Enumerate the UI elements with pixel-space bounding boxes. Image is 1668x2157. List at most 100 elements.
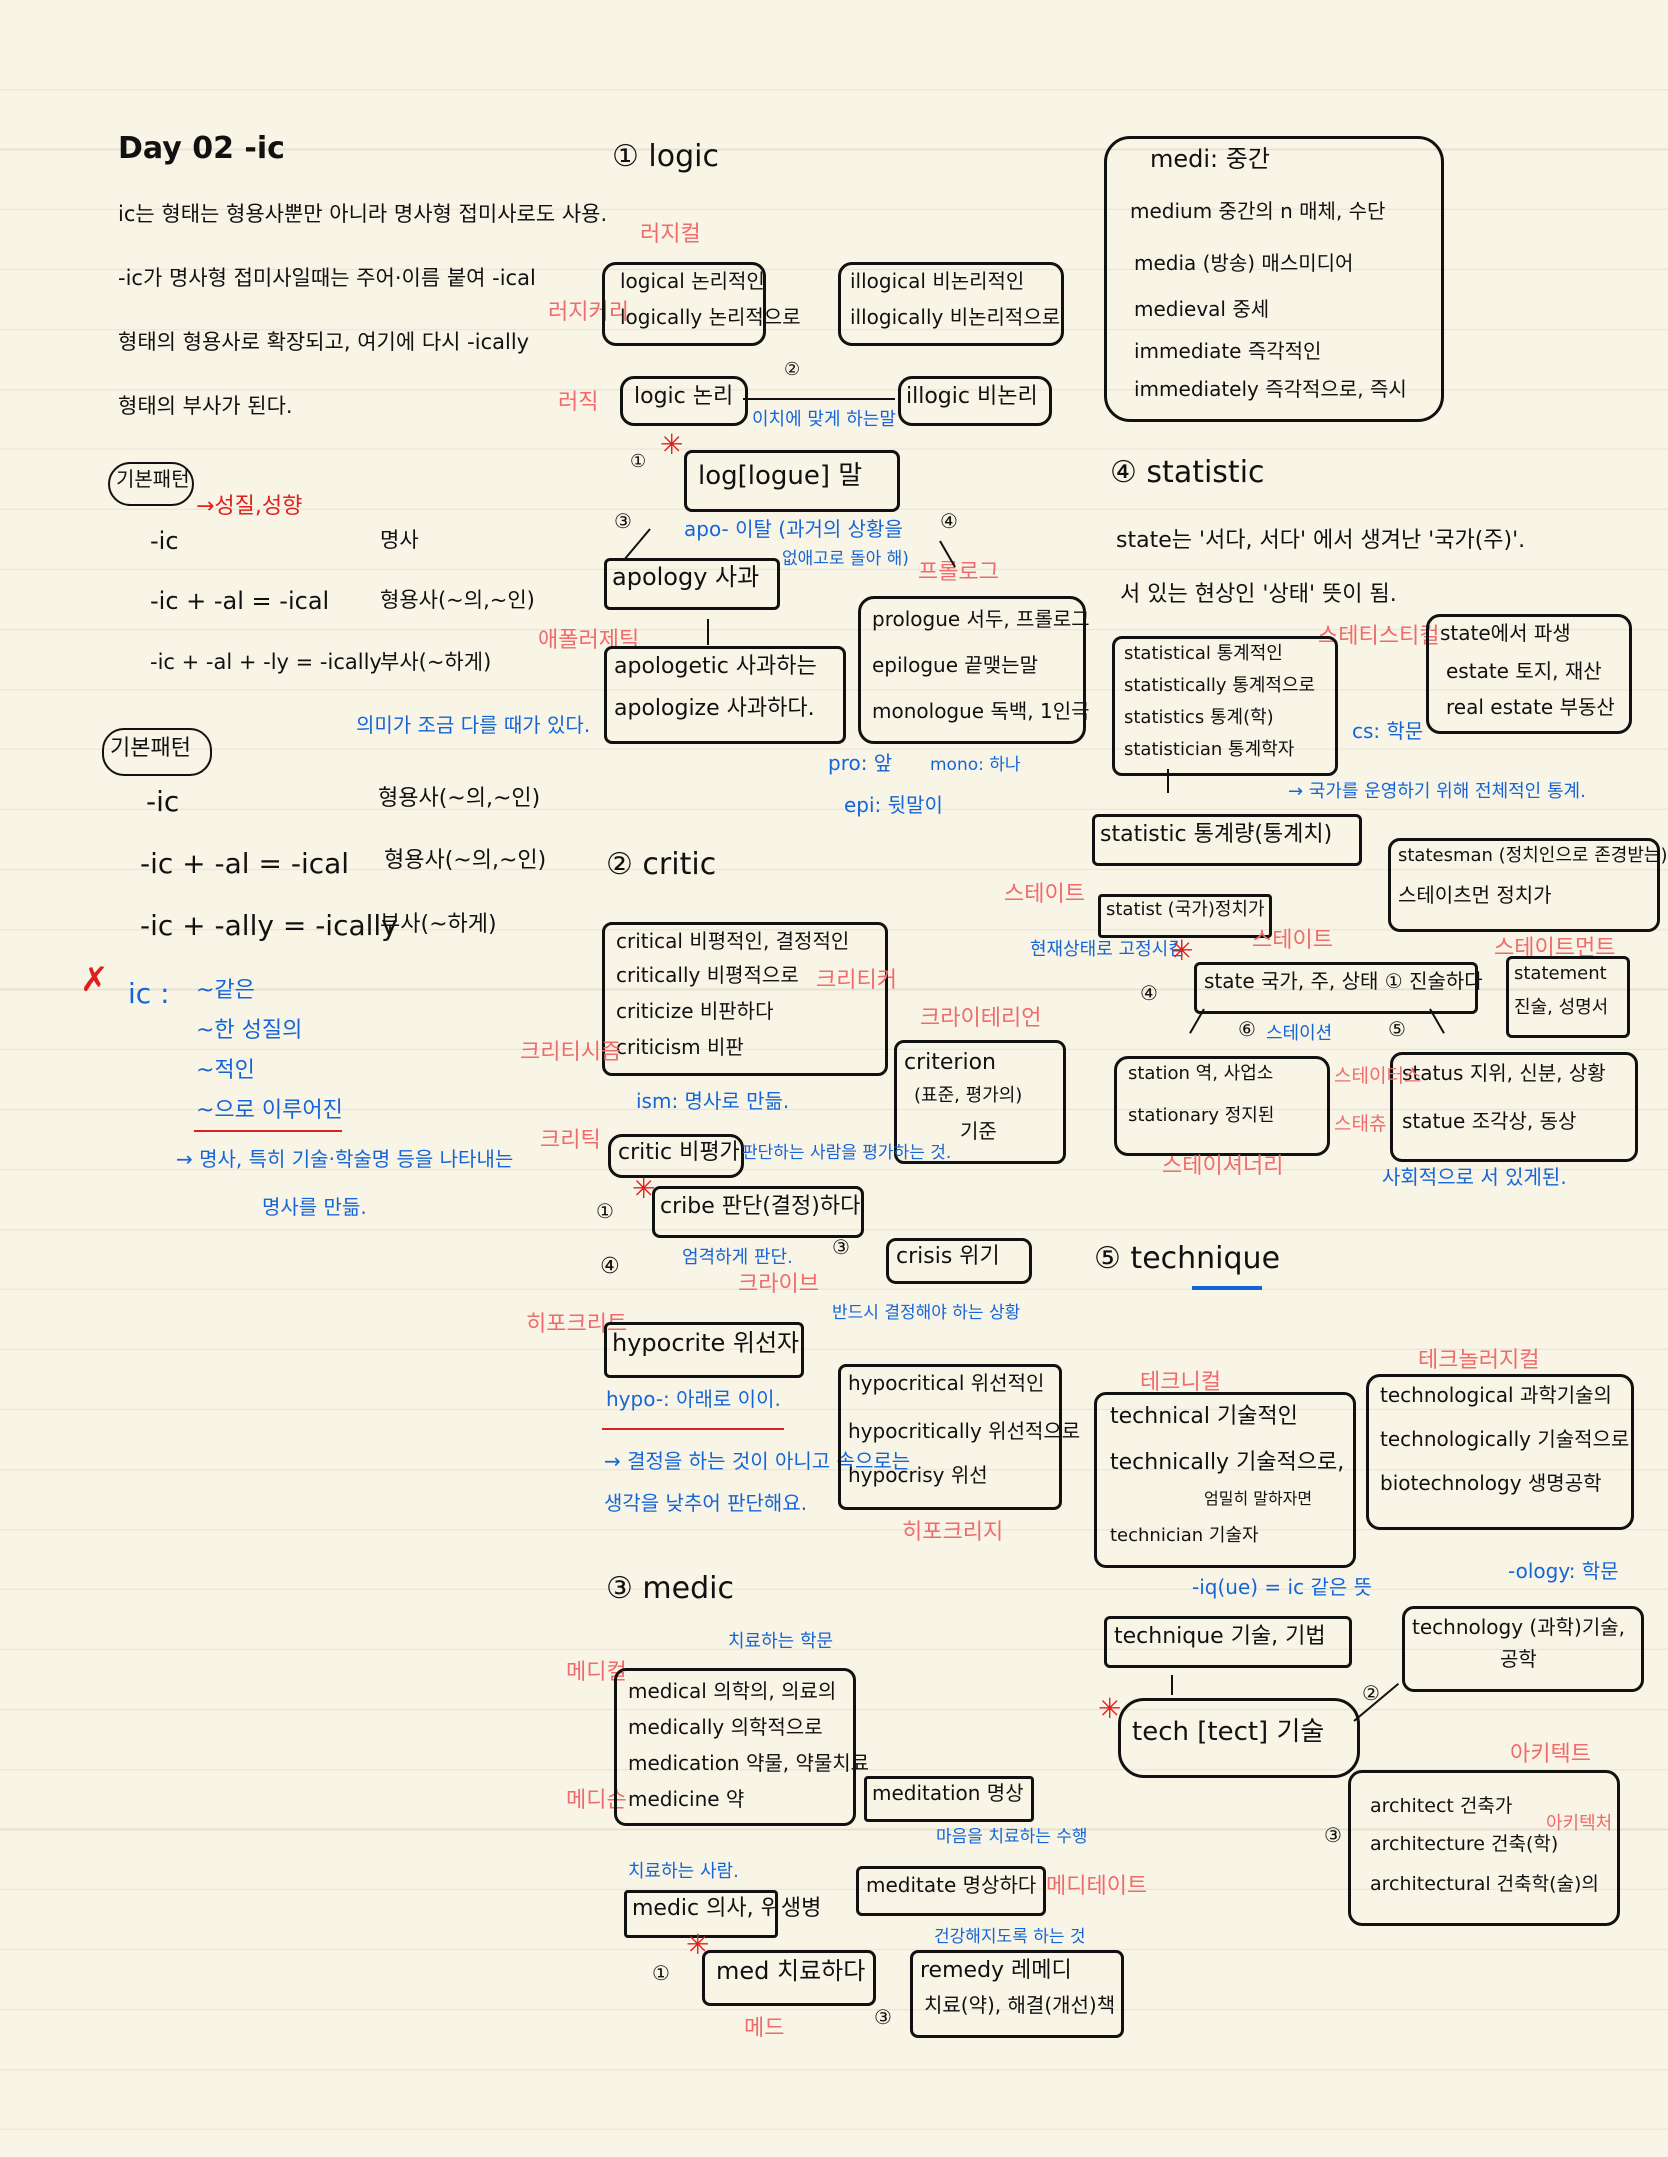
ic-heading: ic :	[128, 977, 170, 1010]
critic-entry: critic 비평가	[618, 1140, 740, 1165]
ic-meaning-1: ~같은	[196, 978, 255, 1003]
root-mark-critic: ✳	[632, 1172, 656, 1205]
medic-section-head: ③ medic	[606, 1571, 734, 1606]
technique-pink-4: 아키텍처	[1546, 1813, 1613, 1834]
technique-pink-1: 테크니컬	[1140, 1370, 1221, 1395]
architectural-entry: architectural 건축학(술)의	[1370, 1873, 1599, 1895]
state-root: state 국가, 주, 상태 ① 진술하다	[1204, 969, 1483, 993]
medic-note: 치료하는 사람.	[628, 1861, 739, 1882]
statistical-entry: statistical 통계적인	[1124, 643, 1283, 664]
pattern1-row1-left: -ic	[150, 527, 179, 555]
apologetic-entry: apologetic 사과하는	[614, 654, 817, 679]
basic-pattern-label-2: 기본패턴	[110, 736, 191, 761]
epilogue-entry: epilogue 끝맺는말	[872, 653, 1038, 677]
circled-5-state: ⑤	[1388, 1017, 1406, 1041]
immediate-entry: immediate 즉각적인	[1134, 339, 1322, 363]
pattern2-row2-left: -ic + -al = -ical	[140, 847, 350, 880]
med-root: med 치료하다	[716, 1957, 866, 1985]
medic-pink-4: 메드	[744, 2016, 785, 2041]
apo-note-1: apo- 이탈 (과거의 상황을	[684, 517, 903, 541]
estate-entry: estate 토지, 재산	[1446, 659, 1602, 683]
status-entry: status 지위, 신분, 상황	[1402, 1061, 1606, 1085]
pattern2-row3-left: -ic + -ally = -ically	[140, 909, 398, 942]
statue-entry: statue 조각상, 동상	[1402, 1109, 1577, 1133]
logical-entry: logical 논리적인	[620, 269, 765, 293]
ic-meaning-3: ~적인	[196, 1058, 255, 1083]
logic-entry: logic 논리	[634, 384, 734, 409]
tech-root: tech [tect] 기술	[1132, 1717, 1325, 1747]
circled-4-state: ④	[1140, 981, 1158, 1005]
crisis-entry: crisis 위기	[896, 1244, 1000, 1269]
pattern2-row1-left: -ic	[146, 785, 180, 818]
logic-connector	[743, 398, 895, 400]
pattern1-row3-left: -ic + -al + -ly = -ically	[150, 650, 382, 674]
state-derived-head: state에서 파생	[1440, 621, 1571, 645]
meditation-note: 마음을 치료하는 수행	[936, 1827, 1088, 1847]
critic-pink-5: 크라이브	[738, 1272, 819, 1297]
technologically-entry: technologically 기술적으로	[1380, 1427, 1630, 1451]
statistician-entry: statistician 통계학자	[1124, 739, 1295, 760]
logic-pink-4: 프롤로그	[918, 560, 999, 585]
medic-entry: medic 의사, 위생병	[632, 1896, 822, 1921]
ism-note: ism: 명사로 만듦.	[636, 1089, 790, 1113]
pattern1-row2-right: 형용사(~의,~인)	[380, 588, 535, 612]
illogically-entry: illogically 비논리적으로	[850, 305, 1061, 329]
basic-pattern-label-1: 기본패턴	[116, 467, 190, 491]
critic-pink-4: 크라이테리언	[920, 1006, 1042, 1031]
logic-pink-2: 러지커리	[548, 300, 629, 325]
statistically-entry: statistically 통계적으로	[1124, 675, 1316, 696]
critic-pink-7: 히포크리지	[902, 1520, 1004, 1545]
statistic-entry: statistic 통계량(통계치)	[1100, 822, 1333, 847]
statement-entry: statement	[1514, 963, 1607, 984]
circled-2-tech: ②	[1362, 1681, 1380, 1705]
hypocrite-entry: hypocrite 위선자	[612, 1329, 800, 1357]
statistic-intro-2: 서 있는 현상인 '상태' 뜻이 됨.	[1120, 582, 1397, 607]
media-entry: media (방송) 매스미디어	[1134, 251, 1354, 275]
medical-note: 치료하는 학문	[728, 1631, 834, 1652]
technical-entry: technical 기술적인	[1110, 1404, 1298, 1429]
logic-pink-1: 러지컬	[640, 222, 701, 247]
statesman-entry: statesman (정치인으로 존경받는)	[1398, 845, 1668, 866]
technically-entry: technically 기술적으로,	[1110, 1450, 1345, 1475]
technology-entry: technology (과학)기술,	[1412, 1615, 1625, 1639]
pattern1-row3-right: 부사(~하게)	[380, 650, 492, 674]
logos-root: log[logue] 말	[698, 461, 863, 491]
monologue-entry: monologue 독백, 1인극	[872, 699, 1090, 723]
criterion-sub: (표준, 평가의)	[914, 1085, 1023, 1106]
medicine-entry: medicine 약	[628, 1787, 745, 1811]
cribe-root: cribe 판단(결정)하다	[660, 1194, 861, 1219]
logic-section-head: ① logic	[612, 139, 719, 174]
hypocritically-entry: hypocritically 위선적으로	[848, 1419, 1081, 1443]
medi-head: medi: 중간	[1150, 145, 1270, 173]
pattern2-row3-right: 부사(~하게)	[380, 912, 497, 937]
circled-1-critic: ①	[596, 1199, 614, 1223]
ic-meaning-2: ~한 성질의	[196, 1018, 303, 1043]
statistic-pink-3: 스테이트	[1252, 928, 1333, 953]
apology-entry: apology 사과	[612, 563, 760, 591]
apology-arrow	[707, 619, 709, 645]
criterion-entry: criterion	[904, 1050, 996, 1075]
technique-section-head: ⑤ technique	[1094, 1241, 1281, 1276]
criticize-entry: criticize 비판하다	[616, 999, 774, 1023]
root-mark-tech: ✳	[1098, 1692, 1122, 1725]
logic-sentence-note: 이치에 맞게 하는말	[752, 409, 896, 430]
medium-entry: medium 중간의 n 매체, 수단	[1130, 199, 1386, 223]
remedy-note: 건강해지도록 하는 것	[934, 1927, 1086, 1947]
critical-entry: critical 비평적인, 결정적인	[616, 929, 850, 953]
hypocrisy-entry: hypocrisy 위선	[848, 1463, 988, 1487]
circled-3-medic: ③	[874, 2005, 892, 2029]
immediately-entry: immediately 즉각적으로, 즉시	[1134, 377, 1407, 401]
statement-meaning: 진술, 성명서	[1514, 997, 1609, 1018]
statistic-intro-1: state는 '서다, 서다' 에서 생겨난 '국가(주)'.	[1116, 528, 1526, 553]
epi-note: epi: 뒷말이	[844, 793, 943, 817]
circled-3-logic: ③	[614, 509, 632, 533]
technology-meaning: 공학	[1500, 1647, 1537, 1671]
statistics-entry: statistics 통계(학)	[1124, 707, 1274, 728]
remedy-entry: remedy 레메디	[920, 1958, 1072, 1983]
hypocritical-entry: hypocritical 위선적인	[848, 1371, 1045, 1395]
meditation-entry: meditation 명상	[872, 1781, 1024, 1805]
circled-4-critic: ④	[600, 1254, 620, 1279]
statistic-pink-1: 스테티스티컬	[1318, 624, 1440, 649]
architect-entry: architect 건축가	[1370, 1795, 1513, 1817]
statistic-arrow	[1167, 769, 1169, 793]
